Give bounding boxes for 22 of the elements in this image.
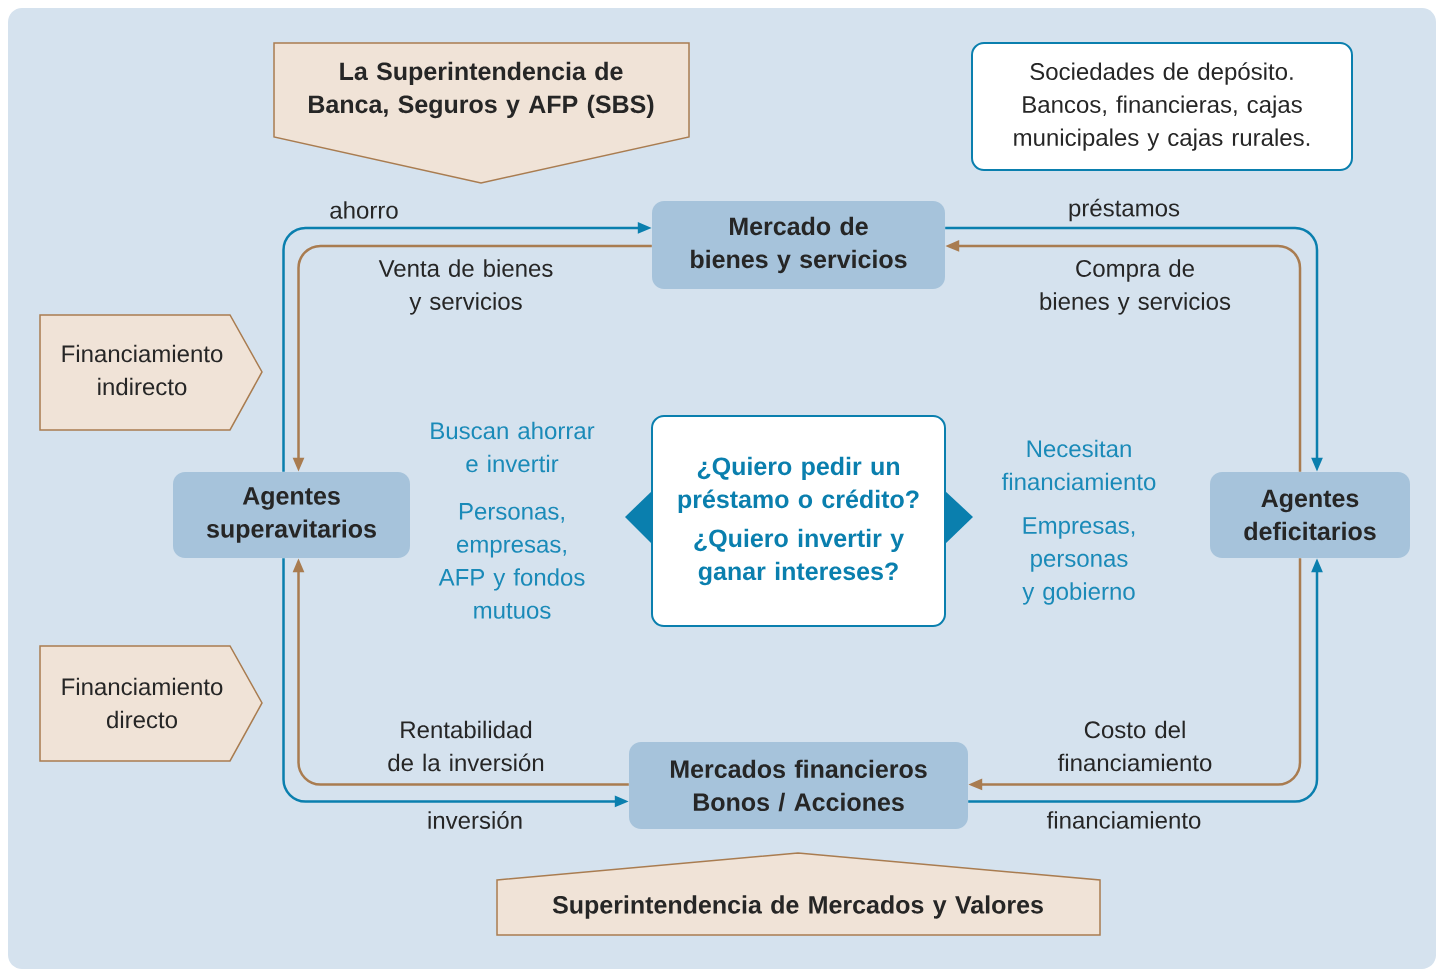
edge-label: préstamos	[1069, 198, 1180, 222]
info-box: Sociedades de depósito. Bancos, financieras, cajas municipales y cajas rurales.	[971, 42, 1353, 171]
edge-label: Costo del financiamiento	[1057, 720, 1212, 772]
agent-box: Agentes deficitarios	[1210, 472, 1410, 558]
edge-label: Venta de bienes y servicios	[378, 259, 553, 315]
market-box: Mercado de bienes y servicios	[652, 201, 945, 289]
edge-label: financiamiento	[1046, 811, 1201, 829]
agent-box: Agentes superavitarios	[173, 472, 410, 558]
market-box: Mercados financieros Bonos / Acciones	[629, 742, 968, 829]
pentagon-banner: La Superintendencia de Banca, Seguros y AFP (SBS)	[273, 42, 690, 184]
arrow-banner: Financiamiento directo	[39, 645, 263, 762]
edge-label: Compra de bienes y servicios	[1040, 259, 1231, 315]
note-text: Empresas, personas y gobierno	[1022, 517, 1135, 605]
note-text: Buscan ahorrar e invertir	[431, 421, 595, 473]
question-box: ¿Quiero pedir un préstamo o crédito? ¿Quiero invertir y ganar intereses?	[625, 415, 973, 627]
note-text: Necesitan financiamiento	[1001, 439, 1156, 491]
edge-label: Rentabilidad de la inversión	[388, 720, 544, 772]
note-text: Personas, empresas, AFP y fondos mutuos	[438, 503, 585, 619]
pentagon-banner: Superintendencia de Mercados y Valores	[496, 852, 1101, 936]
edge-label: inversión	[428, 811, 522, 829]
edge-label: ahorro	[330, 201, 398, 219]
arrow-banner: Financiamiento indirecto	[39, 314, 263, 431]
